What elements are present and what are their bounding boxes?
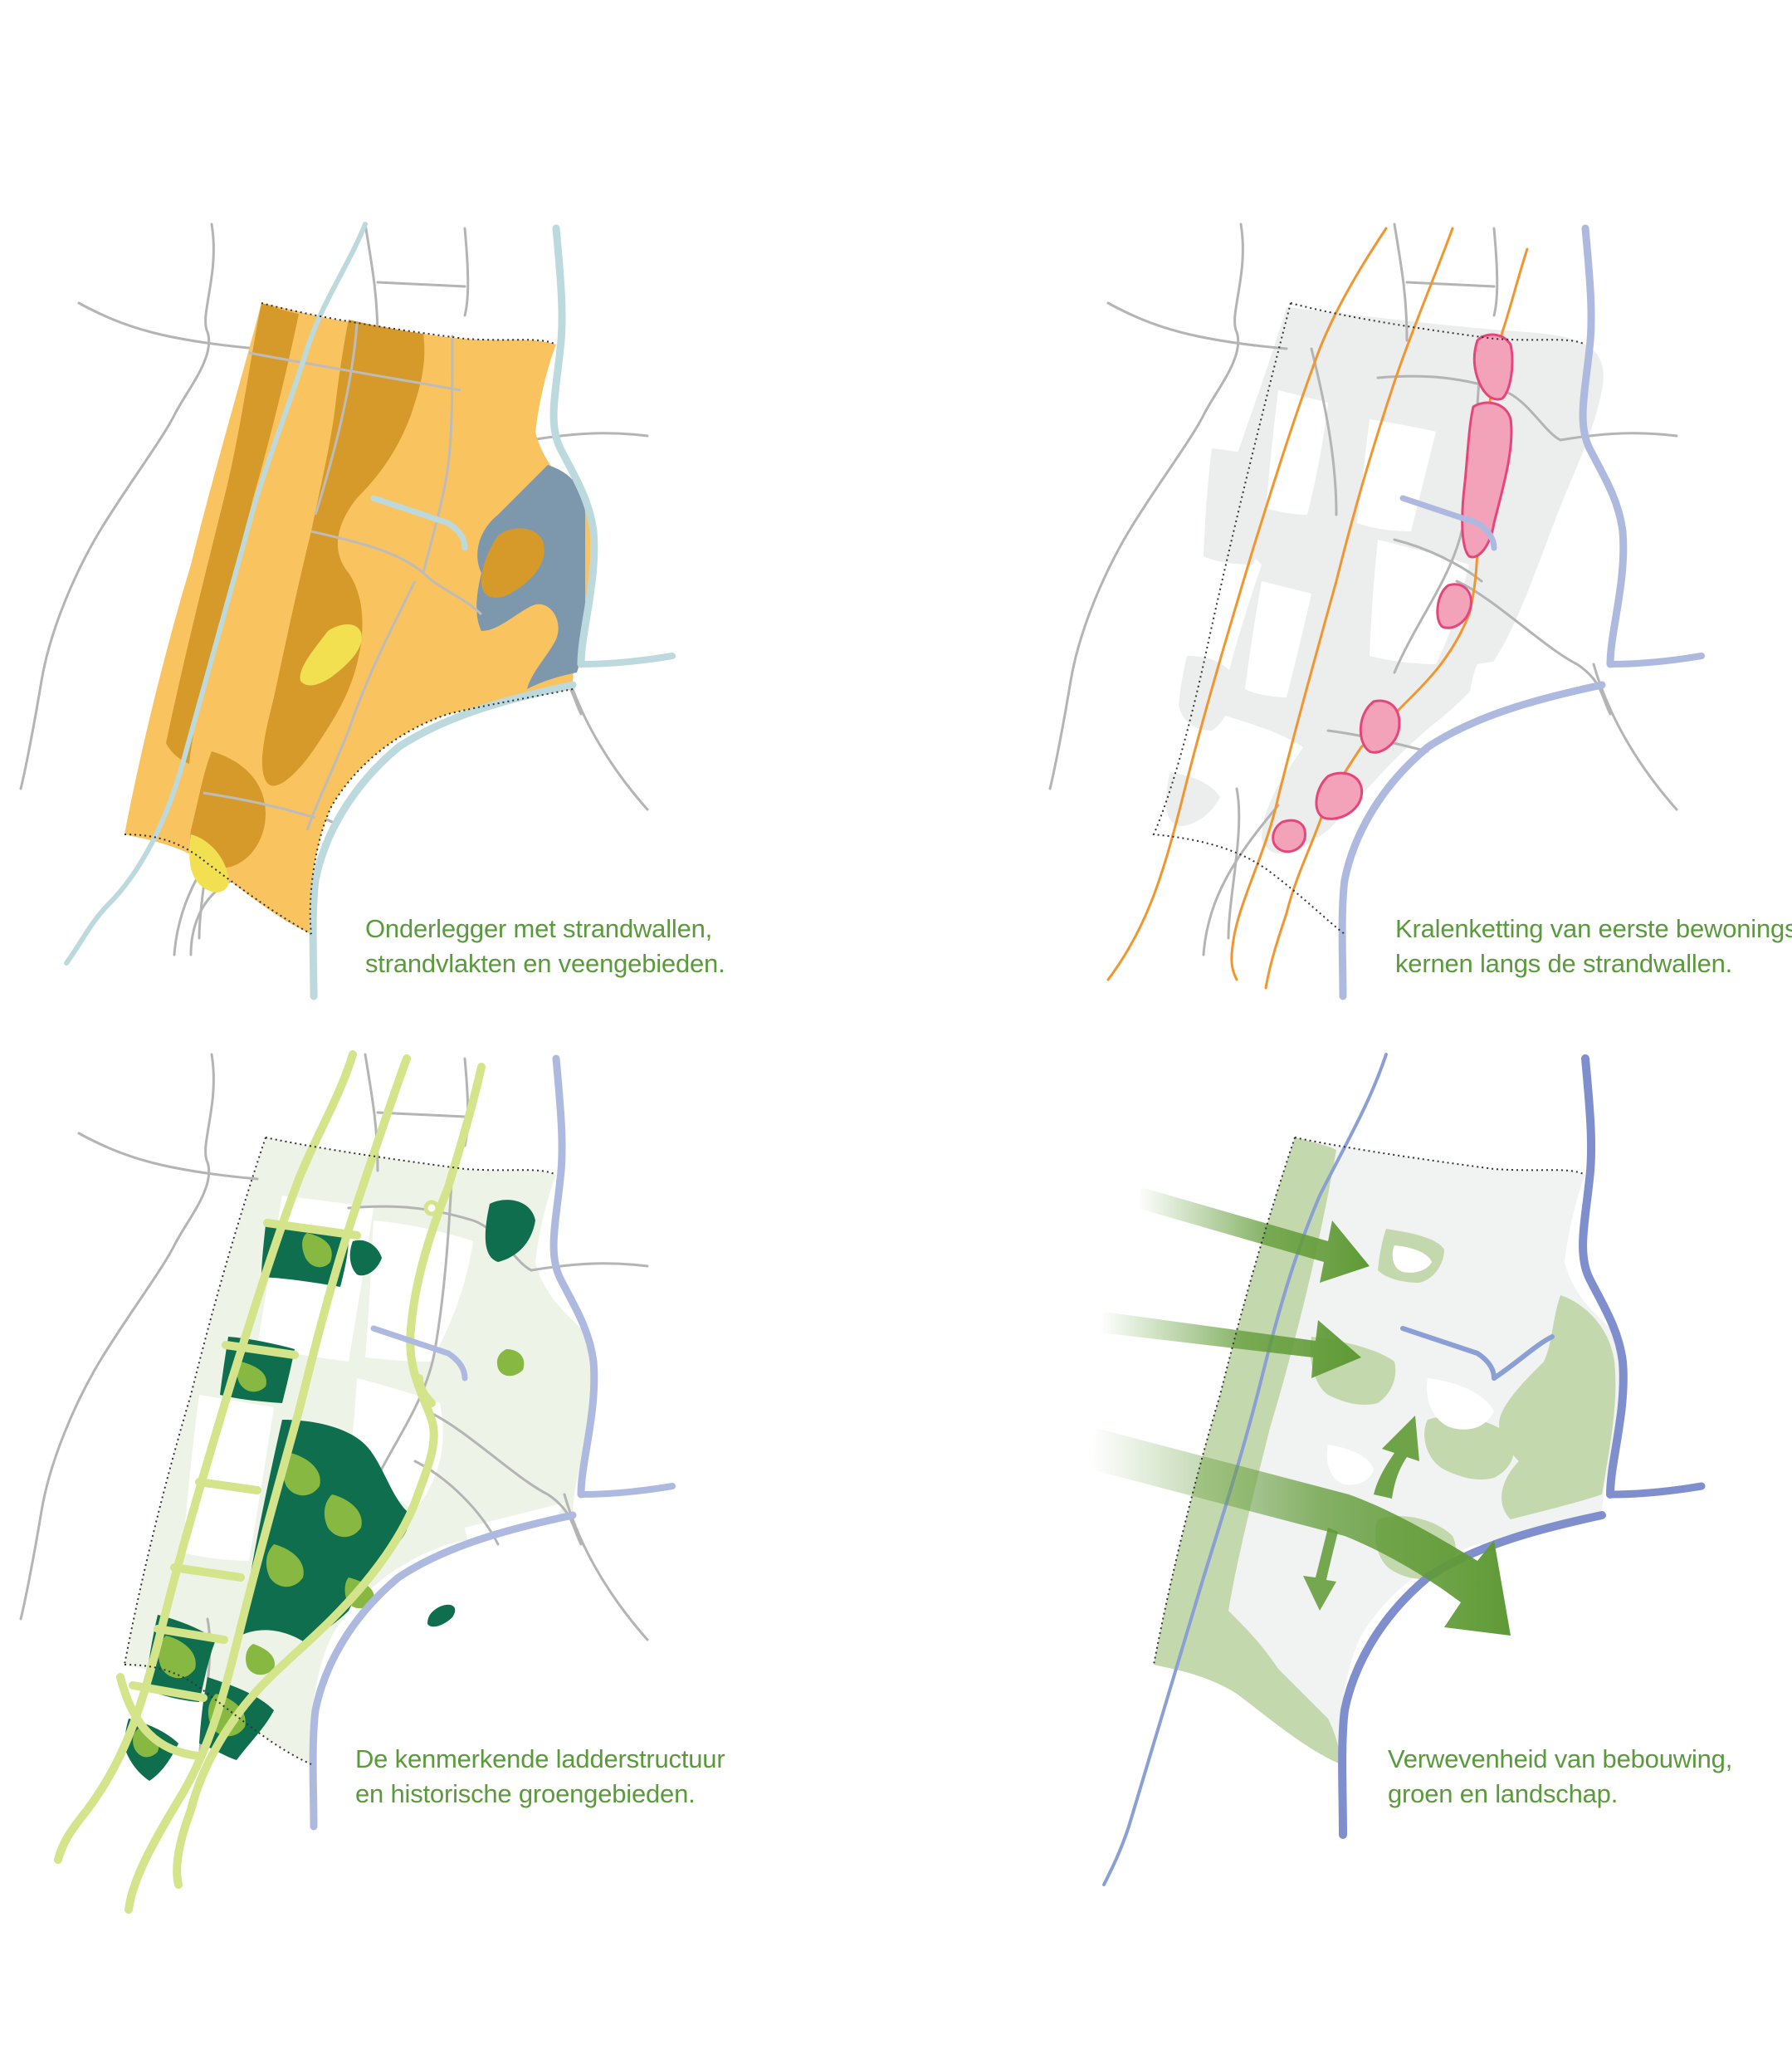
- map-panel-onderlegger: Onderlegger met strandwallen, strandvlak…: [0, 0, 896, 1030]
- caption-onderlegger: Onderlegger met strandwallen, strandvlak…: [365, 912, 725, 981]
- study-area-boundary: [124, 1137, 557, 1765]
- map-kralenketting: [1048, 223, 1705, 1000]
- caption-line: Kralenketting van eerste bewonings-: [1395, 914, 1792, 943]
- green-arrow: [1091, 1187, 1511, 1636]
- bewoningskern: [1272, 333, 1514, 853]
- water-network: [64, 222, 676, 1000]
- strandwal-area: [190, 751, 266, 868]
- ladder-node: [423, 1200, 440, 1216]
- caption-line: De kenmerkende ladderstructuur: [355, 1744, 725, 1773]
- study-area-boundary: [124, 302, 574, 935]
- water-network: [1102, 1053, 1706, 1886]
- caption-kralenketting: Kralenketting van eerste bewonings- kern…: [1395, 912, 1792, 981]
- caption-line: strandvlakten en veengebieden.: [365, 949, 725, 978]
- strandwal-area: [166, 303, 299, 764]
- study-area-boundary: [1153, 1137, 1586, 1665]
- duin-area: [189, 834, 229, 893]
- map-verwevenheid: [1091, 1053, 1706, 1886]
- groen-landschap: [1154, 1137, 1616, 1764]
- ladder-structure: [54, 1050, 486, 1914]
- duin-area: [300, 624, 362, 686]
- caption-line: kernen langs de strandwallen.: [1395, 949, 1733, 978]
- map-panel-verwevenheid: Verwevenheid van bebouwing, groen en lan…: [896, 1030, 1792, 2059]
- caption-ladderstructuur: De kenmerkende ladderstructuur en histor…: [355, 1742, 725, 1812]
- map-panel-kralenketting: Kralenketting van eerste bewonings- kern…: [896, 0, 1792, 1030]
- map-onderlegger: [19, 222, 676, 1000]
- strandwal-area: [481, 528, 544, 598]
- road-network: [203, 323, 483, 831]
- water-network: [1338, 224, 1705, 1000]
- study-area-boundary: [1152, 302, 1586, 935]
- water-network: [309, 1054, 676, 1831]
- caption-line: en historische groengebieden.: [355, 1779, 696, 1808]
- open-area: [1245, 390, 1594, 706]
- map-panel-ladderstructuur: De kenmerkende ladderstructuur en histor…: [0, 1030, 896, 2059]
- map-ladderstructuur: [19, 1050, 676, 1914]
- caption-line: groen en landschap.: [1388, 1779, 1619, 1808]
- caption-line: Onderlegger met strandwallen,: [365, 914, 713, 943]
- caption-verwevenheid: Verwevenheid van bebouwing, groen en lan…: [1388, 1742, 1732, 1812]
- caption-line: Verwevenheid van bebouwing,: [1388, 1744, 1733, 1773]
- historisch-groengebied: [133, 1233, 525, 1758]
